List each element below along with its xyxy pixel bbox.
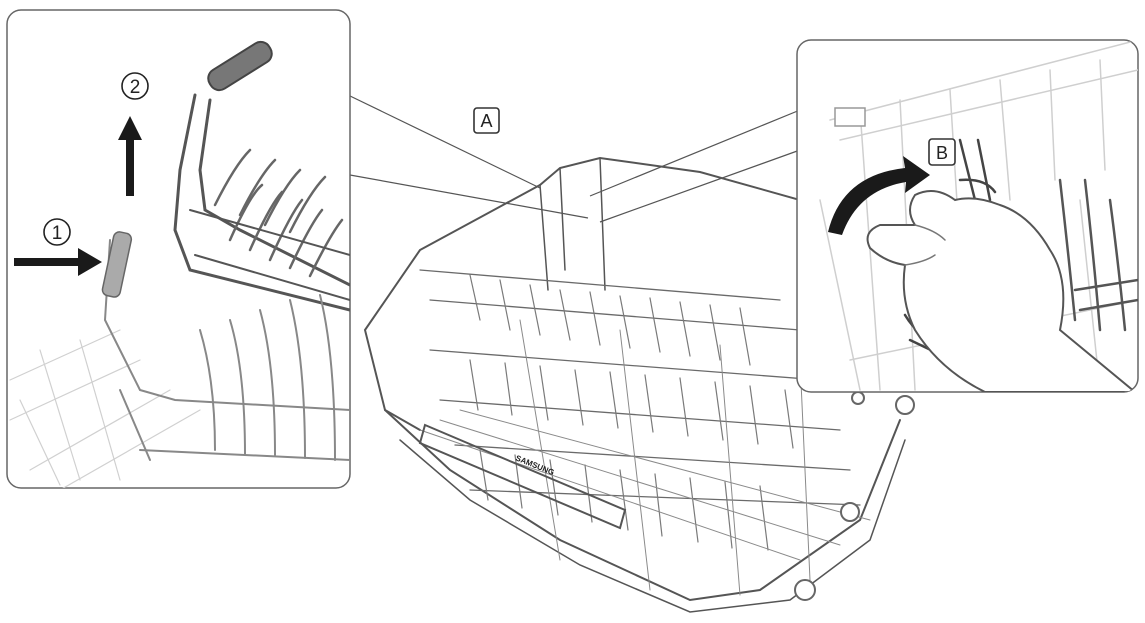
callout-b: B	[928, 138, 956, 166]
step-1-marker: 1	[43, 218, 71, 246]
leader-lines	[347, 94, 801, 223]
lower-rack-section	[103, 239, 350, 461]
rack-front-handle	[418, 423, 627, 530]
left-panel-faint-rack	[9, 329, 201, 488]
hand-finger-line	[904, 224, 946, 266]
left-detail-panel: 2 1	[6, 9, 351, 489]
callout-a-box	[473, 107, 500, 134]
rack-tines	[419, 269, 861, 506]
step-1-circle	[43, 218, 71, 246]
raised-rack-rail	[173, 93, 350, 312]
step-2-marker: 2	[121, 72, 149, 100]
rack-frame-front	[384, 409, 901, 602]
rack-wheels	[794, 391, 915, 601]
step-1-label: 1	[52, 223, 63, 244]
arrow-right-icon	[14, 248, 102, 276]
wheel	[840, 502, 860, 522]
leader-line-left-bottom	[349, 174, 589, 219]
leader-line-right-bottom	[599, 149, 801, 223]
left-panel-frame	[6, 9, 351, 489]
upper-rack	[363, 156, 906, 613]
right-panel-faint-rack	[819, 40, 1138, 391]
rack-top-rail	[834, 107, 866, 127]
callout-b-label: B	[936, 143, 948, 163]
upper-tines	[213, 148, 344, 278]
leader-line-left-top	[347, 94, 541, 189]
rack-floor-grid	[419, 319, 871, 596]
right-detail-panel: B	[796, 39, 1139, 393]
wheel	[794, 579, 816, 601]
leader-line-right-top	[589, 109, 801, 197]
callout-a-label: A	[480, 111, 492, 131]
lower-rail-handle	[101, 231, 133, 298]
callout-a: A	[473, 107, 500, 134]
wheel	[895, 395, 915, 415]
rotate-arrow-icon	[828, 156, 930, 235]
step-2-label: 2	[130, 77, 141, 98]
upper-tine-rails	[189, 209, 350, 301]
callout-b-box	[928, 138, 956, 166]
wheel	[851, 391, 865, 405]
arrow-up-icon	[118, 116, 142, 196]
step-2-circle	[121, 72, 149, 100]
right-panel-tines	[1058, 178, 1138, 332]
rack-frame-bottom	[399, 439, 906, 613]
rack-inner-wall	[539, 157, 606, 291]
upper-rail-handle	[207, 40, 273, 92]
rack-frame-left	[363, 184, 541, 431]
